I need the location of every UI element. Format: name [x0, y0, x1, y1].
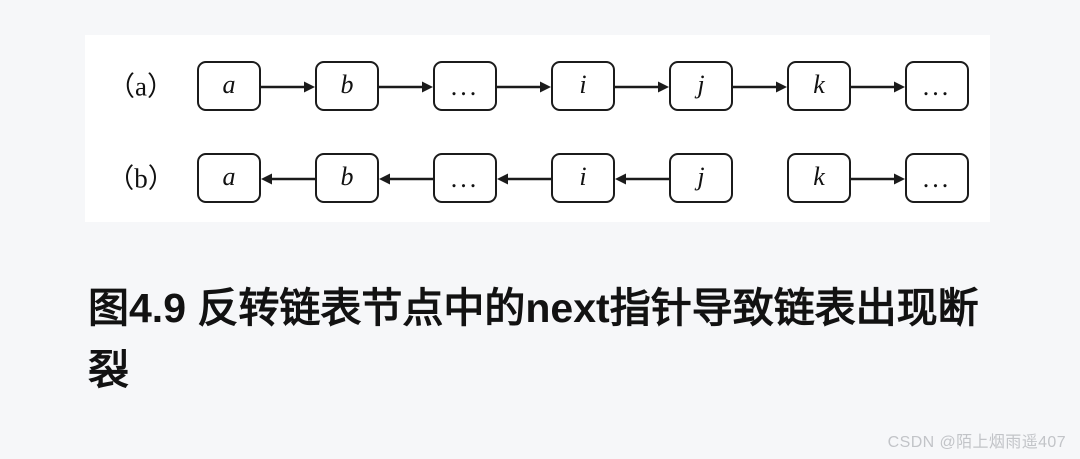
pointer-arrow-a-1-right — [379, 79, 433, 95]
list-node-b-4: j — [669, 153, 733, 203]
list-node-label: j — [697, 162, 705, 191]
list-node-a-2: ... — [433, 61, 497, 111]
list-node-label: b — [340, 70, 354, 99]
pointer-arrow-b-3-left — [615, 171, 669, 187]
list-node-a-6: ... — [905, 61, 969, 111]
list-node-a-4: j — [669, 61, 733, 111]
list-node-a-5: k — [787, 61, 851, 111]
diagram-row-a: （a） a b... i j k... — [85, 49, 990, 125]
list-node-label: ... — [922, 164, 952, 193]
list-node-b-1: b — [315, 153, 379, 203]
list-node-label: k — [813, 162, 825, 191]
list-node-b-2: ... — [433, 153, 497, 203]
list-node-label: i — [579, 162, 587, 191]
pointer-arrow-a-0-right — [261, 79, 315, 95]
pointer-arrow-a-5-right — [851, 79, 905, 95]
pointer-arrow-a-4-right — [733, 79, 787, 95]
list-node-label: a — [222, 162, 236, 191]
row-label-b: （b） — [107, 163, 175, 194]
list-node-a-0: a — [197, 61, 261, 111]
list-node-a-1: b — [315, 61, 379, 111]
figure-panel: （a） a b... i j k... （b） a b... i j k... — [85, 35, 990, 222]
linked-list-chain-a: a b... i j k... — [197, 49, 987, 125]
list-node-a-3: i — [551, 61, 615, 111]
list-node-label: k — [813, 70, 825, 99]
pointer-arrow-b-0-left — [261, 171, 315, 187]
list-node-label: ... — [922, 72, 952, 101]
figure-caption: 图4.9 反转链表节点中的next指针导致链表出现断裂 — [88, 285, 979, 393]
pointer-arrow-b-1-left — [379, 171, 433, 187]
list-node-b-6: ... — [905, 153, 969, 203]
csdn-watermark: CSDN @陌上烟雨遥407 — [887, 434, 1066, 451]
list-node-b-3: i — [551, 153, 615, 203]
list-node-label: j — [697, 70, 705, 99]
list-node-b-0: a — [197, 153, 261, 203]
list-node-label: ... — [450, 164, 480, 193]
linked-list-chain-b: a b... i j k... — [197, 141, 987, 217]
list-node-label: a — [222, 70, 236, 99]
list-node-label: i — [579, 70, 587, 99]
list-node-label: ... — [450, 72, 480, 101]
pointer-arrow-a-2-right — [497, 79, 551, 95]
pointer-arrow-b-2-left — [497, 171, 551, 187]
diagram-row-b: （b） a b... i j k... — [85, 141, 990, 217]
pointer-arrow-a-3-right — [615, 79, 669, 95]
pointer-arrow-b-4-right — [851, 171, 905, 187]
list-node-label: b — [340, 162, 354, 191]
list-node-b-5: k — [787, 153, 851, 203]
row-label-a: （a） — [108, 71, 174, 102]
